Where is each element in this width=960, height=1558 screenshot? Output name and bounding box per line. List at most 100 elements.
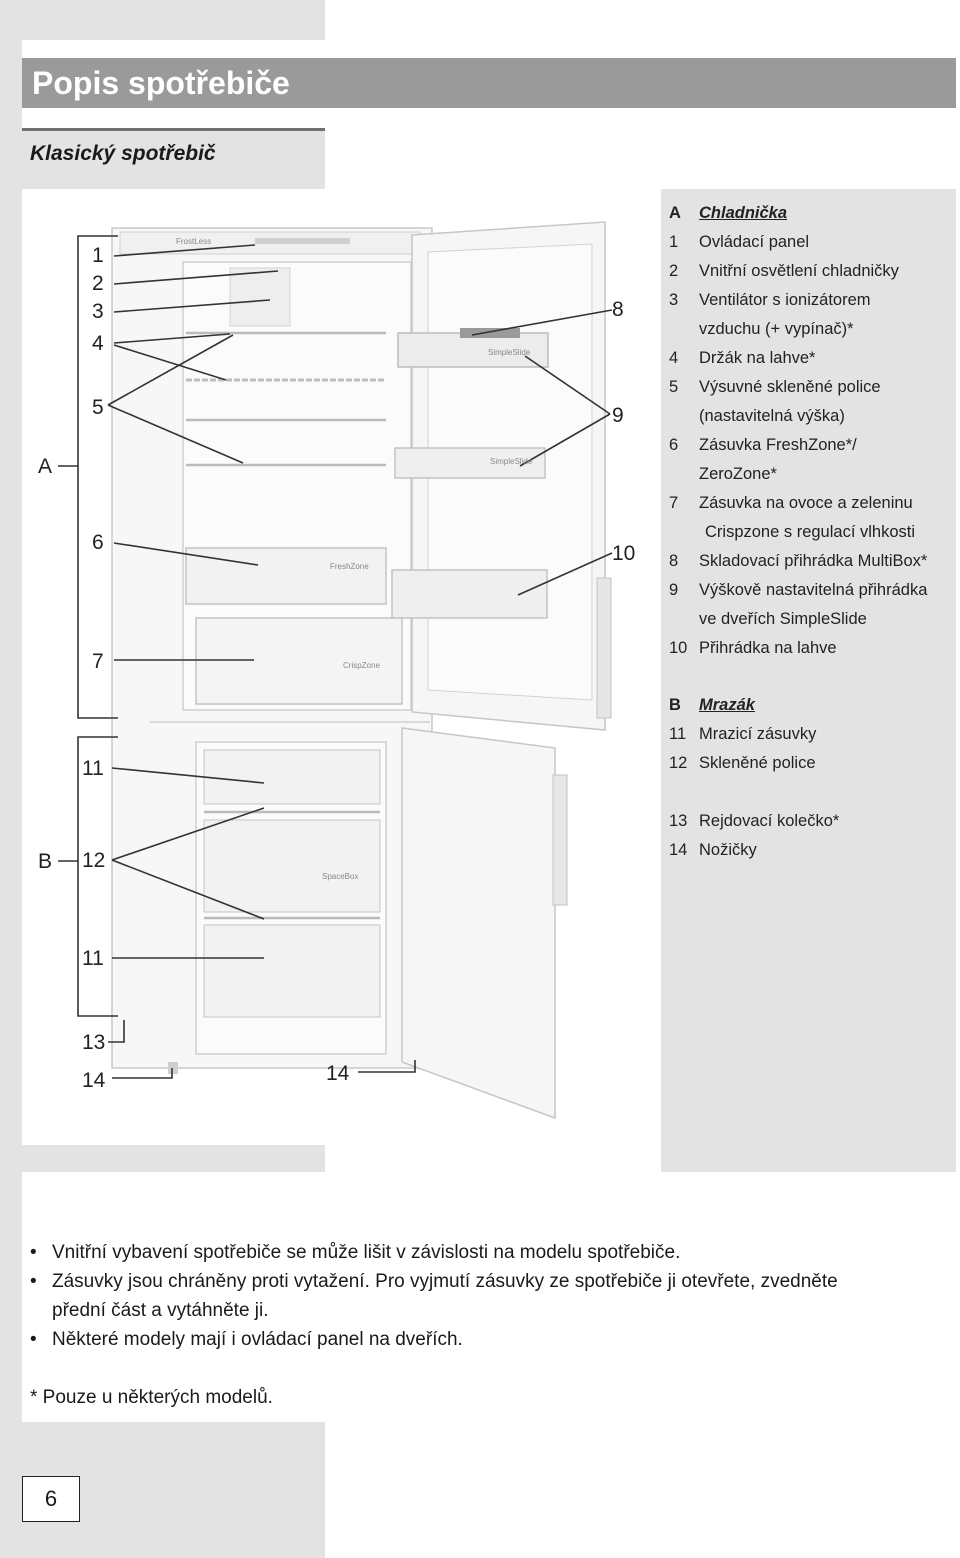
foot: [168, 1062, 178, 1074]
legend-text: Výsuvné skleněné police: [699, 378, 881, 396]
spacebox-drawer: [204, 820, 380, 912]
freezer-drawer: [204, 750, 380, 804]
label-simpleslide: SimpleSlide: [490, 457, 532, 466]
callout-12: 12: [82, 849, 105, 873]
legend-num: 1: [669, 232, 699, 252]
legend-text: Ovládací panel: [699, 233, 809, 251]
callout-6: 6: [92, 531, 104, 555]
section-letter: B: [669, 695, 699, 715]
legend-num: 9: [669, 580, 699, 600]
legend-num: 13: [669, 811, 699, 831]
callout-11a: 11: [82, 757, 104, 781]
legend-item-14: 14Nožičky: [669, 840, 757, 860]
note-text: Vnitřní vybavení spotřebiče se může liši…: [52, 1240, 680, 1266]
callout-2: 2: [92, 272, 104, 296]
legend-text: Zásuvka FreshZone*/: [699, 436, 857, 454]
legend-num: 12: [669, 753, 699, 773]
label-freshzone: FreshZone: [330, 562, 369, 571]
callout-1: 1: [92, 244, 104, 268]
legend-item-9-cont: ve dveřích SimpleSlide: [699, 609, 867, 629]
freezer-door-handle: [553, 775, 567, 905]
note-text: Zásuvky jsou chráněny proti vytažení. Pr…: [52, 1269, 838, 1295]
freezer-drawer: [204, 925, 380, 1017]
legend-num: 5: [669, 377, 699, 397]
callout-7: 7: [92, 650, 104, 674]
callout-13: 13: [82, 1031, 105, 1055]
callout-8: 8: [612, 298, 624, 322]
legend-num: 11: [669, 724, 699, 744]
callout-14a: 14: [82, 1069, 105, 1093]
legend-num: 7: [669, 493, 699, 513]
page-number: 6: [22, 1476, 80, 1522]
legend-text: Rejdovací kolečko*: [699, 812, 839, 830]
legend-text: Skladovací přihrádka MultiBox*: [699, 552, 927, 570]
legend-num: 8: [669, 551, 699, 571]
bullet: •: [30, 1240, 37, 1266]
leader-14a: [112, 1068, 172, 1078]
legend-item-3-cont: vzduchu (+ vypínač)*: [699, 319, 854, 339]
legend-text: Vnitřní osvětlení chladničky: [699, 262, 899, 280]
callout-10: 10: [612, 542, 635, 566]
label-frostless: FrostLess: [176, 237, 211, 246]
legend-text: Nožičky: [699, 841, 757, 859]
legend-text: Držák na lahve*: [699, 349, 815, 367]
legend-text: Mrazicí zásuvky: [699, 725, 816, 743]
callout-5: 5: [92, 396, 104, 420]
legend-num: 6: [669, 435, 699, 455]
legend-text: Výškově nastavitelná přihrádka: [699, 581, 927, 599]
label-crispzone: CrispZone: [343, 661, 380, 670]
note-text: přední část a vytáhněte ji.: [52, 1298, 269, 1324]
section-title: Mrazák: [699, 696, 755, 714]
callout-a: A: [38, 455, 52, 479]
legend-text: Přihrádka na lahve: [699, 639, 837, 657]
note-text: Některé modely mají i ovládací panel na …: [52, 1327, 463, 1353]
callout-9: 9: [612, 404, 624, 428]
callout-b: B: [38, 850, 52, 874]
legend-text: Zásuvka na ovoce a zeleninu: [699, 494, 913, 512]
legend-item-13: 13Rejdovací kolečko*: [669, 811, 839, 831]
callout-11b: 11: [82, 947, 104, 971]
bullet: •: [30, 1269, 37, 1295]
bullet: •: [30, 1327, 37, 1353]
freezer-door: [402, 728, 555, 1118]
callout-4: 4: [92, 332, 104, 356]
legend-item-5-cont: (nastavitelná výška): [699, 406, 845, 426]
section-title: Chladnička: [699, 204, 787, 222]
bottle-shelf: [392, 570, 547, 618]
legend-item-6-cont: ZeroZone*: [699, 464, 777, 484]
legend-num: 3: [669, 290, 699, 310]
legend-num: 10: [669, 638, 699, 658]
legend-num: 4: [669, 348, 699, 368]
callout-3: 3: [92, 300, 104, 324]
footnote: * Pouze u některých modelů.: [30, 1385, 273, 1411]
door-handle: [597, 578, 611, 718]
legend-num: 2: [669, 261, 699, 281]
callout-14b: 14: [326, 1062, 349, 1086]
label-spacebox: SpaceBox: [322, 872, 358, 881]
label-multibox: SimpleSlide: [488, 348, 530, 357]
section-letter: A: [669, 203, 699, 223]
multibox-lid: [460, 328, 520, 338]
legend-text: Skleněné police: [699, 754, 816, 772]
legend-num: 14: [669, 840, 699, 860]
fan-ionizer: [230, 268, 290, 326]
freshzone-drawer: [186, 548, 386, 604]
fridge-illustration: [0, 0, 660, 1150]
legend-item-7-cont: Crispzone s regulací vlhkosti: [705, 522, 915, 542]
control-panel-display: [255, 238, 350, 244]
legend-text: Ventilátor s ionizátorem: [699, 291, 871, 309]
